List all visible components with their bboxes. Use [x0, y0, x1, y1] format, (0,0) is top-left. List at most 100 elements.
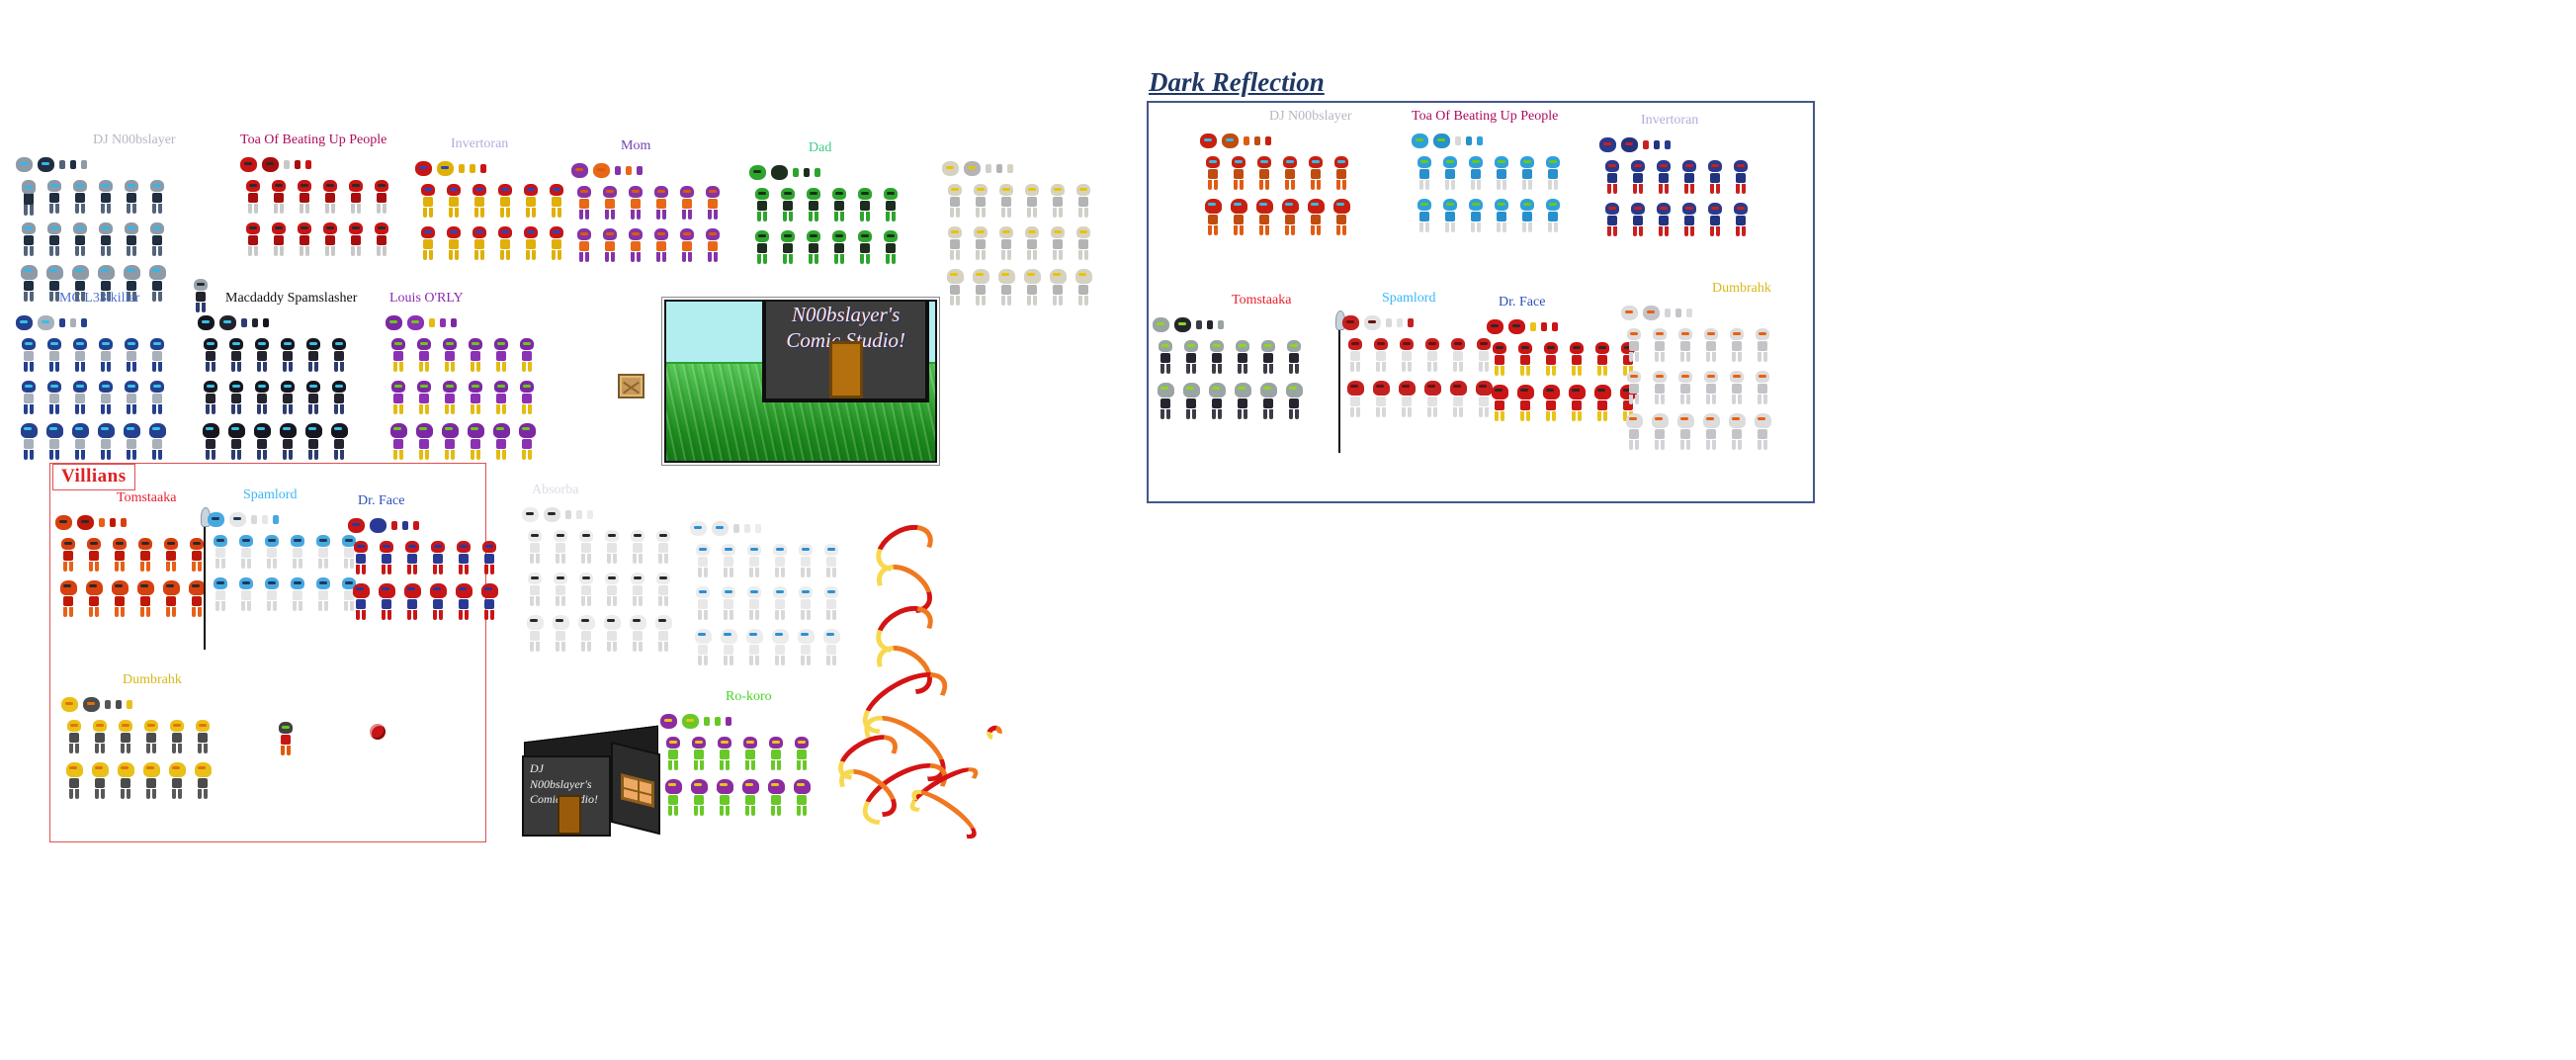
limb-part-icon	[480, 163, 486, 173]
mask-icon	[571, 162, 588, 178]
character-sprite	[1047, 184, 1069, 221]
mask-icon	[964, 160, 981, 176]
character-sprite	[1491, 199, 1512, 235]
limb-part-icon	[1207, 319, 1213, 329]
group-label: Ro-koro	[726, 689, 772, 704]
character-sprite	[134, 538, 156, 574]
character-sprite	[43, 180, 65, 217]
sprite-row	[1621, 371, 1775, 407]
character-sprite	[520, 226, 542, 263]
character-sprite	[546, 184, 567, 221]
limb-part-icon	[1466, 135, 1472, 145]
character-sprite	[791, 737, 813, 773]
character-sprite	[1396, 338, 1417, 375]
group-label: Macdaddy Spamslasher	[225, 291, 358, 306]
character-sprite	[376, 541, 397, 577]
character-sprite	[692, 629, 714, 665]
character-sprite	[627, 573, 648, 609]
character-sprite	[1465, 156, 1487, 193]
group-label: Tomstaaka	[117, 490, 177, 505]
sprite-row	[749, 188, 903, 224]
character-sprite	[1257, 340, 1279, 377]
mask-icon	[83, 696, 100, 712]
character-sprite	[944, 184, 966, 221]
character-sprite	[63, 762, 85, 799]
character-sprite	[791, 779, 813, 816]
character-sprite	[599, 228, 621, 265]
character-sprite	[69, 222, 91, 259]
character-sprite	[242, 180, 264, 217]
character-sprite	[743, 629, 765, 665]
character-sprite	[676, 186, 698, 222]
character-sprite	[121, 222, 142, 259]
character-sprite	[714, 779, 735, 816]
character-sprite	[1726, 328, 1748, 365]
limb-part-icon	[996, 163, 1002, 173]
mask-icon	[16, 314, 33, 330]
mask-icon	[1200, 132, 1217, 148]
sprite-row	[1412, 156, 1566, 193]
character-sprite	[490, 381, 512, 417]
sprite-row	[55, 580, 210, 617]
character-sprite	[739, 779, 761, 816]
character-sprite	[625, 228, 646, 265]
sprite-row	[522, 615, 676, 652]
character-sprite	[200, 338, 221, 375]
character-sprite	[121, 265, 142, 302]
character-sprite	[95, 222, 117, 259]
character-sprite	[1704, 203, 1726, 239]
character-sprite	[599, 186, 621, 222]
limb-part-icon	[565, 509, 571, 519]
sprite-parts-row	[386, 310, 540, 334]
sprite-row	[415, 184, 569, 221]
character-sprite	[546, 226, 567, 263]
character-sprite	[1370, 381, 1392, 417]
character-sprite	[43, 381, 65, 417]
character-sprite	[277, 338, 299, 375]
character-sprite	[627, 615, 648, 652]
character-sprite	[328, 338, 350, 375]
character-sprite	[1491, 156, 1512, 193]
character-sprite	[1542, 199, 1564, 235]
character-sprite	[225, 381, 247, 417]
sprite-row	[16, 381, 170, 417]
character-sprite	[376, 583, 397, 620]
limb-part-icon	[1665, 308, 1671, 317]
sprite-row	[1599, 160, 1754, 197]
solo-character-sprite	[188, 279, 214, 315]
sprite-row	[942, 226, 1096, 263]
character-sprite	[235, 577, 257, 614]
character-sprite	[490, 423, 512, 460]
limb-part-icon	[121, 517, 127, 527]
mask-icon	[942, 160, 959, 176]
mask-icon	[1364, 314, 1381, 330]
character-sprite	[1700, 328, 1722, 365]
character-sprite	[18, 265, 40, 302]
group-label: Invertoran	[451, 136, 509, 151]
comic-studio-cube: DJ N00bslayer's Comic Studio!	[522, 725, 665, 842]
character-sprite	[662, 779, 684, 816]
character-sprite	[1021, 269, 1043, 306]
character-sprite	[995, 184, 1017, 221]
group-label: Toa Of Beating Up People	[240, 132, 387, 147]
sprite-parts-row	[571, 158, 726, 182]
limb-part-icon	[1007, 163, 1013, 173]
studio-door	[828, 341, 863, 399]
mask-icon	[370, 517, 386, 533]
limb-part-icon	[241, 317, 247, 327]
character-sprite	[692, 586, 714, 623]
character-sprite	[828, 230, 850, 267]
character-sprite	[401, 541, 423, 577]
character-sprite	[1752, 328, 1773, 365]
character-sprite	[1653, 203, 1674, 239]
sprite-parts-row	[942, 156, 1096, 180]
sprite-row	[522, 573, 676, 609]
character-sprite	[95, 265, 117, 302]
limb-part-icon	[1265, 135, 1271, 145]
character-sprite	[225, 338, 247, 375]
character-sprite	[1344, 338, 1366, 375]
character-sprite	[573, 228, 595, 265]
character-sprite	[1439, 156, 1461, 193]
mask-icon	[229, 511, 246, 527]
